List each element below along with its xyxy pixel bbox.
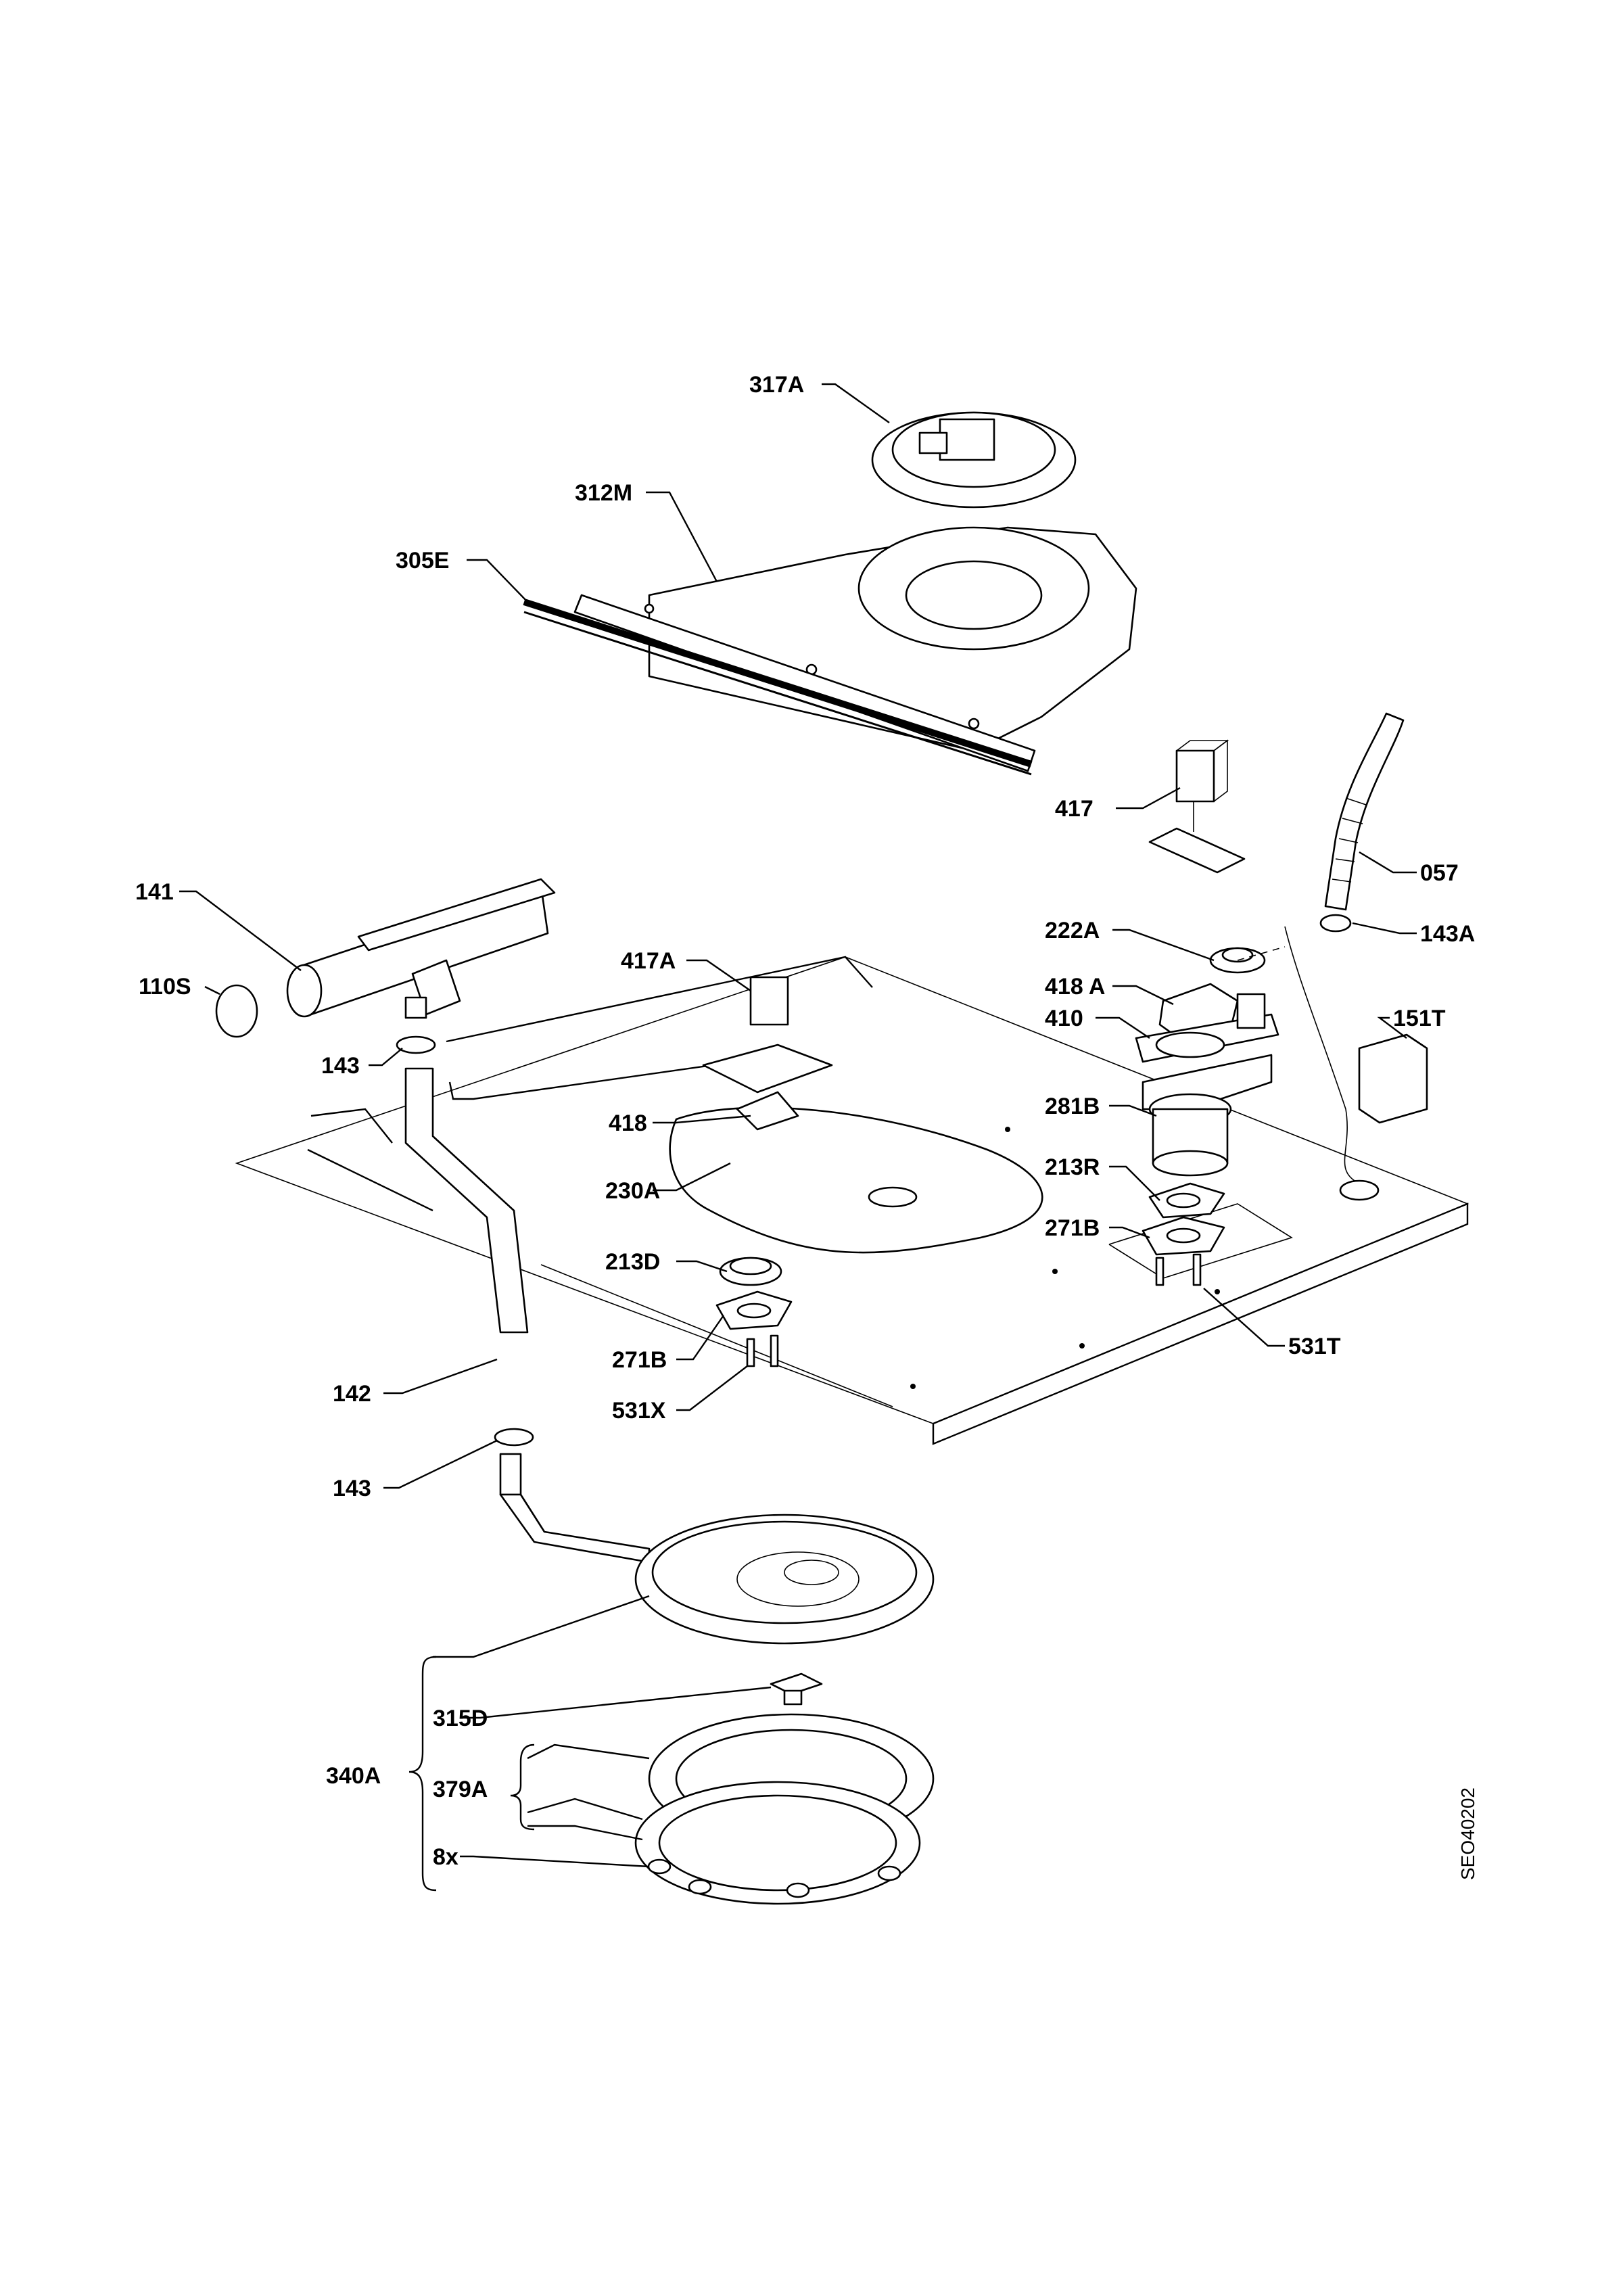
- right-gaskets: [1142, 1182, 1225, 1286]
- pan-340a: [634, 1514, 935, 1645]
- label-410: 410: [1045, 1006, 1083, 1031]
- hose-057: [1324, 712, 1405, 911]
- label-142: 142: [333, 1381, 371, 1407]
- label-143-top: 143: [321, 1053, 360, 1079]
- label-531x: 531X: [612, 1398, 666, 1424]
- part-labels: 317A 312M 305E 417 057 141 110S 143 417A…: [135, 372, 1478, 1880]
- label-222a: 222A: [1045, 918, 1100, 943]
- label-143a: 143A: [1420, 921, 1475, 947]
- label-281b-right: 281B: [1045, 1094, 1100, 1119]
- leader-lines: [179, 383, 1417, 1892]
- left-gaskets: [715, 1257, 793, 1367]
- label-340a: 340A: [326, 1763, 381, 1789]
- label-417: 417: [1055, 796, 1093, 822]
- label-230a: 230A: [605, 1178, 660, 1204]
- label-312m: 312M: [575, 480, 632, 506]
- label-317a: 317A: [749, 372, 804, 398]
- diagram-code: SEO40202: [1457, 1787, 1478, 1880]
- pipe-142: [396, 1035, 651, 1564]
- label-110s: 110S: [139, 974, 191, 1000]
- base-plate: [235, 956, 1469, 1445]
- label-418a: 418 A: [1045, 974, 1105, 1000]
- fan-cover-312m: [644, 526, 1137, 752]
- switch-417: [1148, 739, 1246, 874]
- rings-379a: [634, 1713, 935, 1905]
- label-417a: 417A: [621, 948, 676, 974]
- label-141: 141: [135, 879, 174, 905]
- label-271b-right: 271B: [1045, 1215, 1100, 1241]
- fan-motor-317a: [871, 411, 1077, 509]
- label-8x: 8x: [433, 1844, 458, 1870]
- label-305e: 305E: [396, 548, 449, 573]
- nuts-8x: [647, 1858, 901, 1898]
- switch-315d: [770, 1672, 823, 1706]
- clamp-143a: [1319, 914, 1352, 933]
- gasket-strip-305e: [523, 594, 1036, 776]
- label-418: 418: [609, 1110, 647, 1136]
- pressure-switch-151t: [1237, 926, 1428, 1201]
- label-213d: 213D: [605, 1249, 660, 1275]
- label-213r: 213R: [1045, 1154, 1100, 1180]
- burner-141: [215, 878, 556, 1038]
- tray-230a: [669, 976, 1043, 1254]
- pump-assembly: [1135, 947, 1279, 1177]
- label-379a: 379A: [433, 1777, 488, 1802]
- label-143-bottom: 143: [333, 1476, 371, 1501]
- label-531t: 531T: [1288, 1334, 1341, 1359]
- label-271b-left: 271B: [612, 1347, 667, 1373]
- label-151t: 151T: [1393, 1006, 1446, 1031]
- label-315d: 315D: [433, 1706, 488, 1731]
- label-057: 057: [1420, 860, 1459, 886]
